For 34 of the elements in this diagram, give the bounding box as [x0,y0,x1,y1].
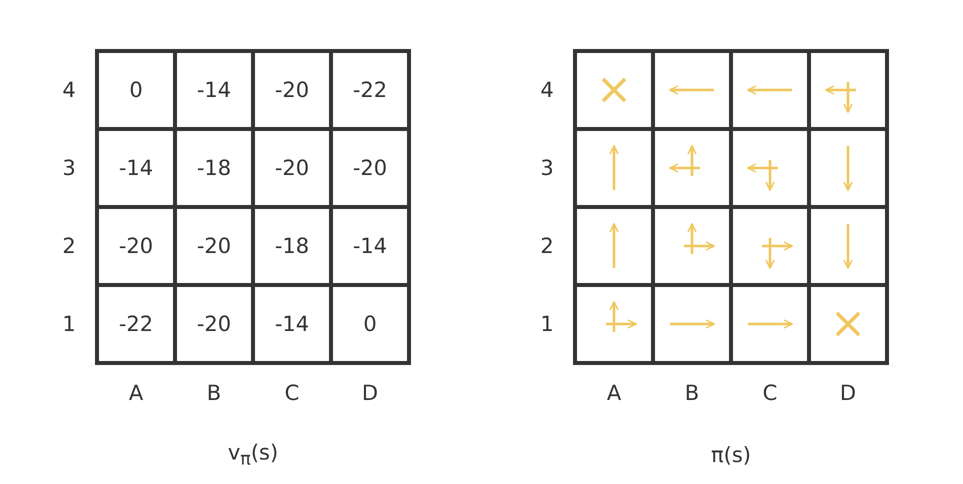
state-value: -20 [274,156,310,180]
column-label: B [684,381,700,405]
row-label: 4 [540,78,554,102]
column-label: D [362,381,378,405]
state-value: -20 [196,312,232,336]
column-label: D [840,381,856,405]
row-label: 1 [62,312,76,336]
column-label: B [206,381,222,405]
state-value: -22 [352,78,388,102]
state-value: -18 [274,234,310,258]
state-value: 0 [363,312,377,336]
state-value: -14 [352,234,388,258]
state-value: -14 [118,156,154,180]
state-value: 0 [129,78,143,102]
row-label: 4 [62,78,76,102]
row-label: 2 [62,234,76,258]
state-value: -14 [274,312,310,336]
state-value: -20 [118,234,154,258]
state-value: -20 [352,156,388,180]
value-function-caption: v$_{π}$(s) [228,440,278,470]
column-label: A [128,381,144,405]
state-value: -22 [118,312,154,336]
column-label: C [762,381,778,405]
row-label: 3 [62,156,76,180]
state-value: -18 [196,156,232,180]
row-label: 3 [540,156,554,180]
state-value: -20 [196,234,232,258]
column-label: A [606,381,622,405]
state-value: -20 [274,78,310,102]
state-value: -14 [196,78,232,102]
column-label: C [284,381,300,405]
policy-caption: π(s) [711,443,751,467]
row-label: 1 [540,312,554,336]
row-label: 2 [540,234,554,258]
